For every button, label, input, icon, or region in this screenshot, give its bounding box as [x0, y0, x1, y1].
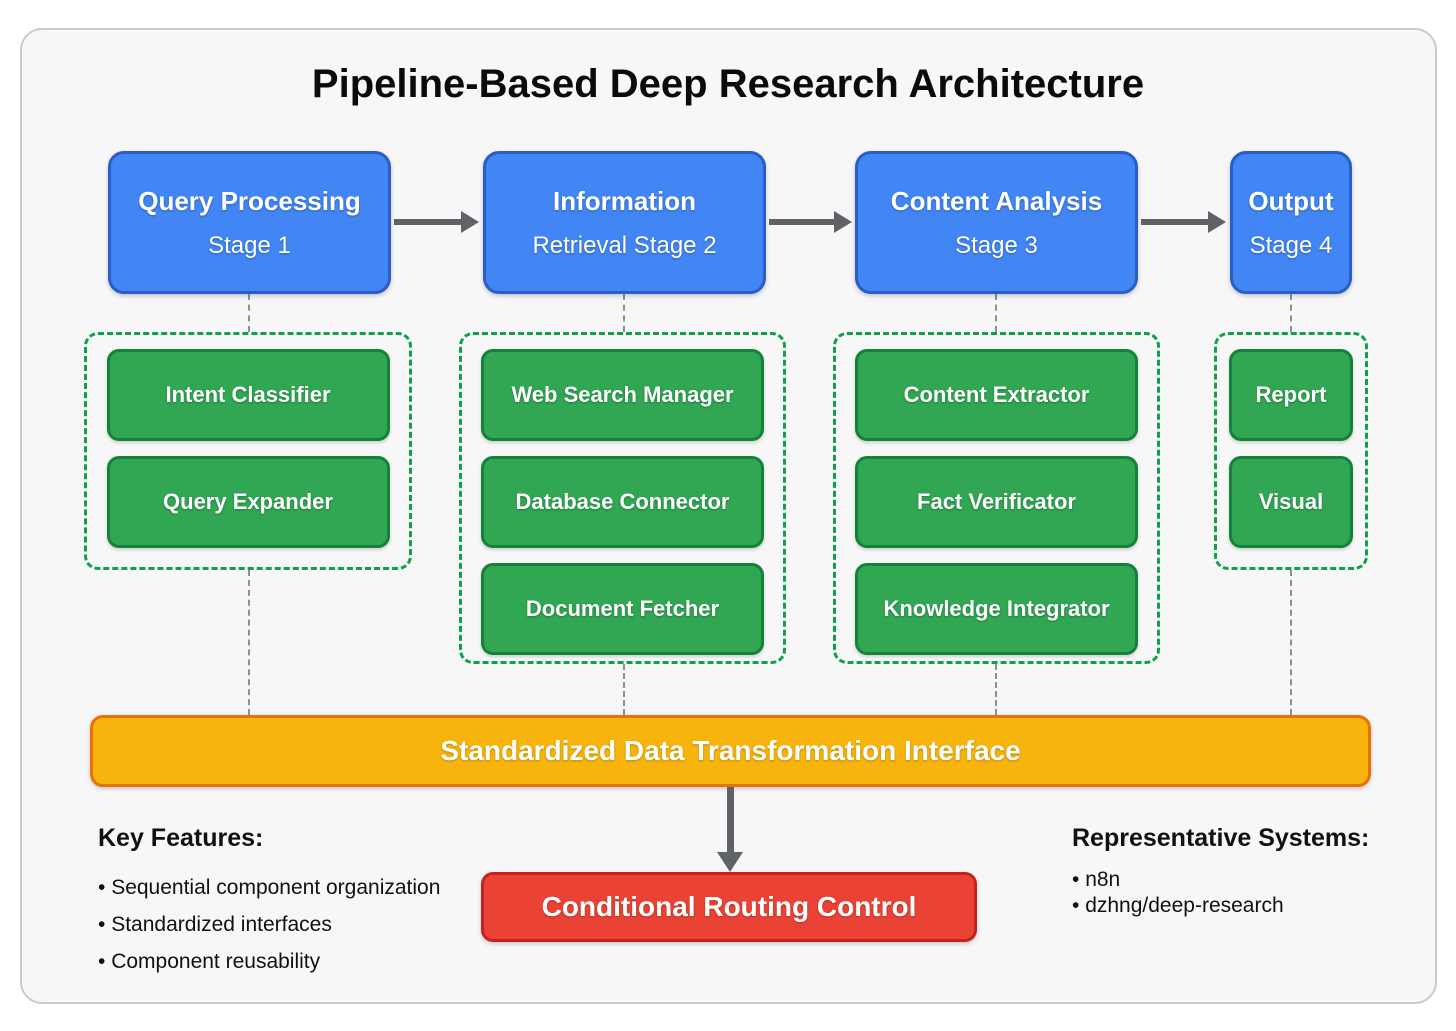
component-group-stage2: Web Search Manager Database Connector Do…	[459, 332, 786, 664]
component-content-extractor: Content Extractor	[855, 349, 1138, 441]
transformation-interface-label: Standardized Data Transformation Interfa…	[440, 735, 1021, 766]
component-query-expander: Query Expander	[106, 456, 390, 548]
interface-to-routing-arrow-shaft	[727, 787, 734, 853]
component-group-stage4: Report Visual	[1214, 332, 1368, 570]
stage-box-information-retrieval: Information Retrieval Stage 2	[483, 151, 766, 294]
stage-box-content-analysis: Content Analysis Stage 3	[855, 151, 1138, 294]
conditional-routing-control-box: Conditional Routing Control	[481, 872, 977, 942]
connector-group4-to-interface	[1290, 570, 1292, 715]
component-group-stage1: Intent Classifier Query Expander	[84, 332, 412, 570]
flow-arrow-stage2-stage3	[769, 211, 852, 233]
stage-subtitle: Stage 3	[955, 231, 1038, 259]
connector-stage3-to-group3	[995, 294, 997, 332]
diagram-title: Pipeline-Based Deep Research Architectur…	[311, 62, 1145, 106]
stage-box-query-processing: Query Processing Stage 1	[108, 151, 391, 294]
component-document-fetcher: Document Fetcher	[481, 563, 764, 655]
stage-box-output: Output Stage 4	[1230, 151, 1352, 294]
component-web-search-manager: Web Search Manager	[481, 349, 764, 441]
key-feature-item: Standardized interfaces	[98, 906, 440, 943]
interface-to-routing-arrowhead	[717, 852, 743, 872]
representative-system-item: n8n	[1072, 867, 1369, 893]
representative-systems-section: Representative Systems: n8n dzhng/deep-r…	[1072, 824, 1369, 919]
connector-stage4-to-group4	[1290, 294, 1292, 332]
component-visual: Visual	[1229, 456, 1353, 548]
stage-subtitle: Stage 1	[208, 231, 291, 259]
component-intent-classifier: Intent Classifier	[106, 349, 390, 441]
conditional-routing-control-label: Conditional Routing Control	[541, 891, 917, 922]
connector-group2-to-interface	[623, 664, 625, 715]
connector-stage2-to-group2	[623, 294, 625, 332]
key-features-section: Key Features: Sequential component organ…	[98, 824, 440, 980]
transformation-interface-bar: Standardized Data Transformation Interfa…	[90, 715, 1371, 787]
representative-system-item: dzhng/deep-research	[1072, 893, 1369, 919]
stage-subtitle: Stage 4	[1249, 231, 1333, 259]
key-features-heading: Key Features:	[98, 824, 264, 852]
stage-subtitle: Retrieval Stage 2	[532, 231, 717, 259]
component-report: Report	[1229, 349, 1353, 441]
component-database-connector: Database Connector	[481, 456, 764, 548]
representative-systems-heading: Representative Systems:	[1072, 824, 1370, 852]
stage-title: Output	[1248, 185, 1334, 216]
component-knowledge-integrator: Knowledge Integrator	[855, 563, 1138, 655]
connector-group3-to-interface	[995, 664, 997, 715]
key-feature-item: Component reusability	[98, 943, 440, 980]
flow-arrow-stage1-stage2	[394, 211, 479, 233]
stage-title: Information	[553, 185, 696, 216]
stage-title: Query Processing	[138, 185, 361, 216]
component-fact-verificator: Fact Verificator	[855, 456, 1138, 548]
component-group-stage3: Content Extractor Fact Verificator Knowl…	[833, 332, 1160, 664]
key-feature-item: Sequential component organization	[98, 869, 440, 906]
flow-arrow-stage3-stage4	[1141, 211, 1226, 233]
stage-title: Content Analysis	[890, 185, 1103, 216]
connector-stage1-to-group1	[248, 294, 250, 332]
connector-group1-to-interface	[248, 570, 250, 715]
